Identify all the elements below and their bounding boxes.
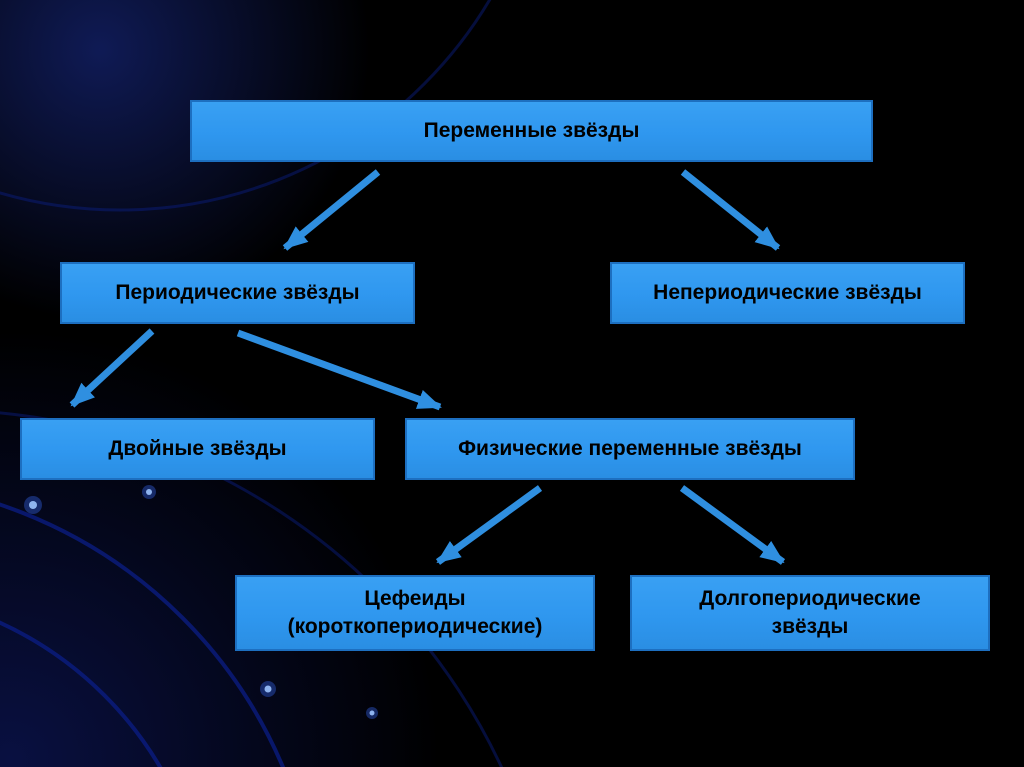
arrow-root-to-periodic: [282, 169, 381, 251]
node-cepheids: Цефеиды (короткопериодические): [235, 575, 595, 651]
node-label: Периодические звёзды: [115, 280, 360, 304]
arrow-root-to-nonperiodic: [680, 169, 781, 251]
arrow-periodic-to-binary: [69, 328, 155, 408]
star-dot: [260, 681, 276, 697]
node-label-line2: (короткопериодические): [287, 615, 543, 638]
arrow-periodic-to-physical: [236, 329, 442, 411]
node-long-period-stars: Долгопериодические звёзды: [630, 575, 990, 651]
star-dot: [142, 485, 156, 499]
star-dot: [24, 496, 42, 514]
node-variable-stars: Переменные звёзды: [190, 100, 873, 162]
node-label-line1: Цефеиды: [364, 586, 466, 610]
node-label: Переменные звёзды: [423, 118, 640, 142]
star-dot: [29, 501, 37, 509]
background-arc: [0, 620, 163, 767]
arrow-physical-to-cepheids: [435, 485, 543, 565]
node-label: Непериодические звёзды: [653, 280, 922, 304]
node-binary-stars: Двойные звёзды: [20, 418, 375, 480]
node-periodic-stars: Периодические звёзды: [60, 262, 415, 324]
arrow-physical-to-longperiod: [679, 485, 786, 565]
node-label: Двойные звёзды: [108, 436, 287, 460]
star-dot: [264, 685, 272, 693]
star-dot: [146, 489, 152, 495]
node-label-line2: звёзды: [771, 615, 849, 638]
star-dot: [369, 710, 375, 716]
node-label: Физические переменные звёзды: [458, 436, 802, 460]
star-dot: [366, 707, 378, 719]
node-physical-variable-stars: Физические переменные звёзды: [405, 418, 855, 480]
node-label-line1: Долгопериодические: [699, 586, 921, 610]
node-nonperiodic-stars: Непериодические звёзды: [610, 262, 965, 324]
